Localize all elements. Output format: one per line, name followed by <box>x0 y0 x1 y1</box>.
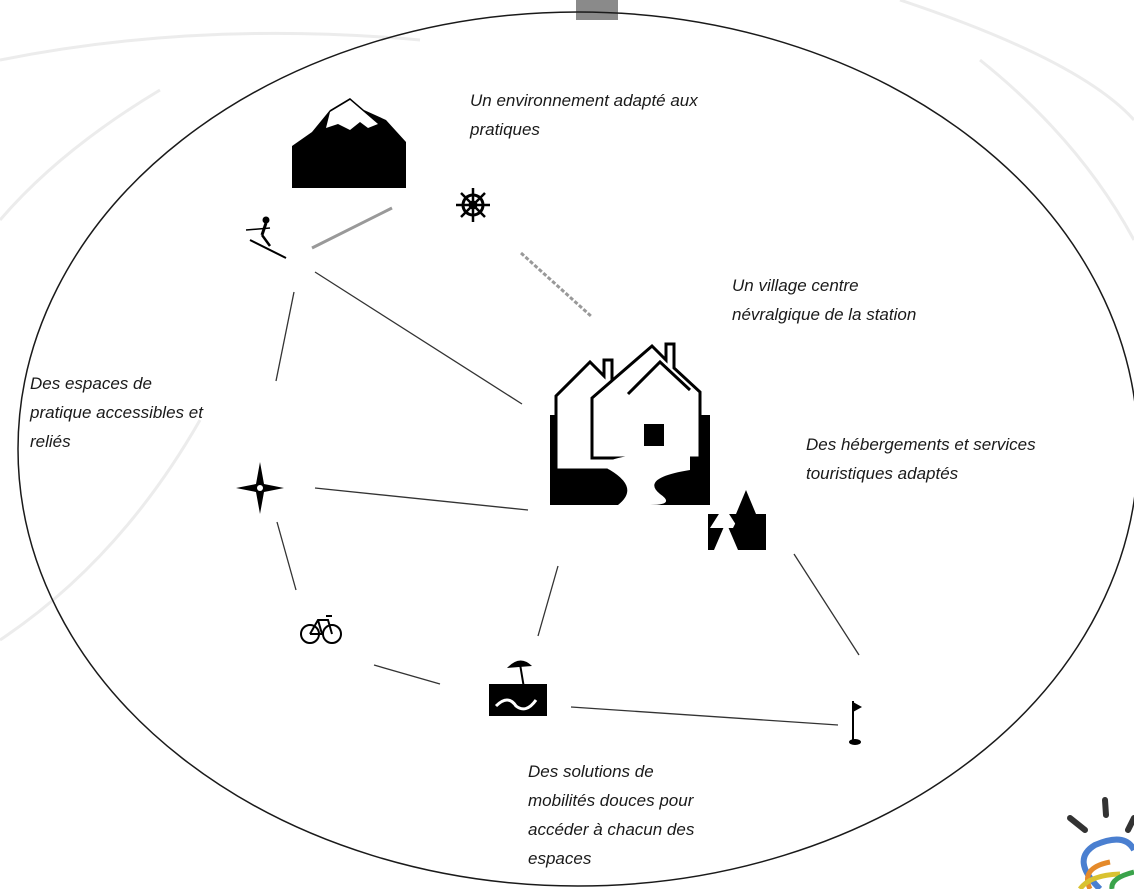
line-compass-bike <box>276 521 297 591</box>
line-skier-compass <box>275 291 295 382</box>
top-block <box>576 0 618 20</box>
background-arcs <box>0 0 1134 642</box>
caption-mobilites: Des solutions de mobilités douces pour a… <box>528 762 695 868</box>
ship-wheel-icon <box>456 188 490 222</box>
caption-hebergements: Des hébergements et services touristique… <box>806 435 1036 483</box>
beach-umbrella-icon <box>489 660 547 716</box>
line-tent-golf <box>793 553 860 656</box>
line-wheel-village <box>519 251 594 319</box>
connector-lines <box>275 206 860 726</box>
village-houses-icon <box>550 342 710 505</box>
caption-espaces: Des espaces de pratique accessibles et r… <box>30 374 203 451</box>
mountain-icon <box>292 98 406 188</box>
line-bike-umbrella <box>373 664 441 685</box>
logo-sun-icon <box>1067 797 1134 889</box>
caption-environment: Un environnement adapté aux pratiques <box>470 91 698 139</box>
line-mountain-skier <box>311 206 393 250</box>
bicycle-icon <box>300 615 342 644</box>
outer-ellipse <box>17 11 1134 887</box>
line-village-umbrella <box>537 565 559 637</box>
skier-icon <box>245 216 287 259</box>
compass-star-icon <box>236 462 284 514</box>
golf-flag-icon <box>849 701 862 745</box>
line-umbrella-golf <box>570 706 839 726</box>
camping-tent-icon <box>708 490 766 550</box>
caption-village: Un village centre névralgique de la stat… <box>732 276 917 324</box>
line-skier-village <box>314 271 523 405</box>
line-compass-village <box>314 487 529 511</box>
